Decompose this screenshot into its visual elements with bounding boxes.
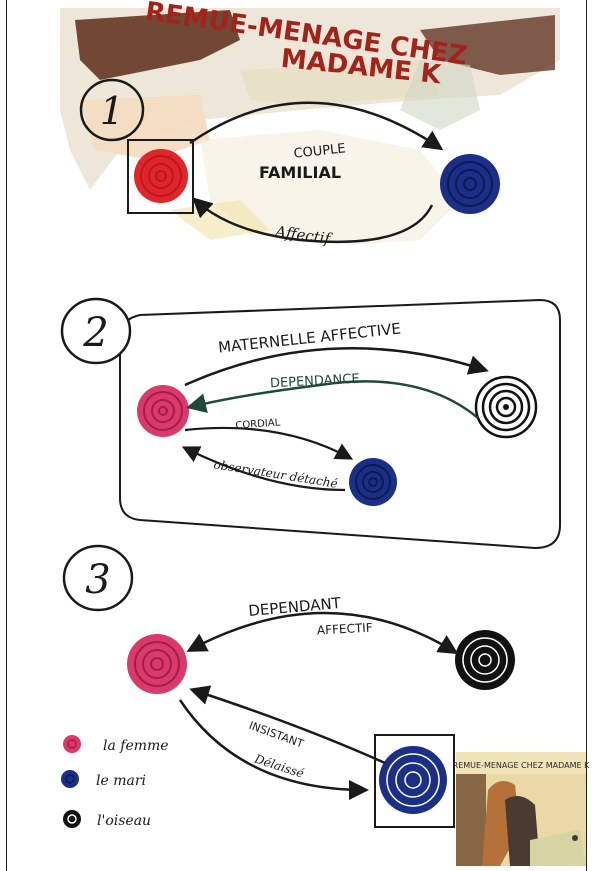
- section-2-label-short-top: CORDIAL: [235, 417, 281, 431]
- section-1-woman-node: [134, 149, 188, 203]
- section-1-number: 1: [100, 89, 124, 133]
- legend-label-woman: la femme: [103, 738, 169, 754]
- title-collage: [60, 8, 560, 245]
- legend-swatch-bird: [63, 810, 81, 828]
- section-2-arrow-woman-to-husband: [184, 426, 354, 460]
- section-1-husband-node: [440, 154, 500, 214]
- section-1: 1 COUPLE FAMILIAL Affectif: [79, 78, 500, 248]
- thumbnail-caption: REMUE-MENAGE CHEZ MADAME K: [453, 761, 590, 770]
- legend: la femme le mari l'oiseau: [61, 735, 169, 829]
- section-3-arrow-woman-to-husband: [178, 699, 369, 800]
- section-2: 2 MA: [60, 297, 561, 550]
- legend-label-bird: l'oiseau: [97, 813, 151, 829]
- section-2-husband-node: [349, 458, 397, 506]
- section-1-woman-box: [127, 139, 194, 214]
- section-3-arrow-husband-to-woman: [189, 685, 386, 765]
- section-2-label-short-bottom: observateur détaché: [213, 457, 339, 490]
- section-1-number-circle: [79, 78, 145, 142]
- section-1-label-top: COUPLE: [293, 141, 346, 161]
- legend-swatch-woman: [63, 735, 81, 753]
- legend-item-husband: le mari: [61, 770, 146, 789]
- section-3-number: 3: [85, 557, 110, 603]
- section-3-label-arc-sub: AFFECTIF: [317, 621, 373, 638]
- section-2-arrow-bird-to-woman: [186, 380, 479, 419]
- section-2-number-circle: [60, 297, 132, 365]
- section-3-label-lower-1: INSISTANT: [247, 719, 305, 751]
- section-3-woman-node: [127, 634, 187, 694]
- legend-item-woman: la femme: [63, 735, 169, 754]
- legend-item-bird: l'oiseau: [63, 810, 151, 829]
- section-2-label-arc-return: DEPENDANCE: [270, 372, 360, 392]
- page-border-left: [6, 0, 7, 871]
- section-2-number: 2: [82, 310, 108, 356]
- legend-swatch-husband: [61, 770, 79, 788]
- section-2-woman-node: [137, 385, 189, 437]
- section-1-arrow-woman-to-husband: [189, 101, 444, 151]
- section-2-arrow-husband-to-woman: [181, 446, 346, 492]
- legend-label-husband: le mari: [96, 773, 146, 789]
- section-3-number-circle: [62, 544, 134, 612]
- section-3-arrow-woman-bird: [186, 611, 459, 655]
- book-cover-thumbnail: REMUE-MENAGE CHEZ MADAME K: [453, 752, 590, 866]
- section-3-husband-node: [379, 746, 447, 814]
- section-2-frame: [118, 298, 561, 550]
- section-2-arrow-woman-to-bird: [184, 347, 489, 387]
- page-border-right: [586, 0, 587, 871]
- section-2-bird-node: [474, 375, 538, 439]
- section-1-label-middle: FAMILIAL: [259, 163, 341, 182]
- section-3-husband-box: [374, 734, 455, 828]
- section-1-arrow-husband-to-woman: [192, 197, 434, 244]
- section-3-bird-node: [455, 630, 515, 690]
